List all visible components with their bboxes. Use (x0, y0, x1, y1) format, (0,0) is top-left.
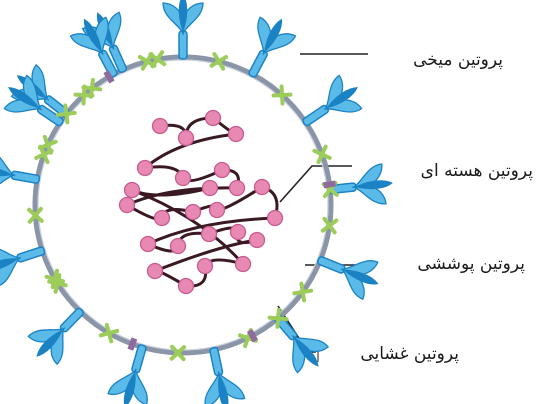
nucleocapsid-bead (231, 225, 246, 240)
label-membrane-protein: پروتین غشایی (360, 344, 459, 364)
nucleocapsid-bead (203, 181, 218, 196)
nucleocapsid-bead (236, 257, 251, 272)
nucleocapsid-bead (206, 111, 221, 126)
spike-protein-icon (234, 10, 299, 85)
spike-stalk (11, 171, 40, 184)
spike-stalk (179, 31, 187, 59)
nucleocapsid-bead (198, 259, 213, 274)
nucleocapsid-bead (215, 163, 230, 178)
nucleocapsid-bead (179, 279, 194, 294)
nucleocapsid-bead (179, 131, 194, 146)
nucleocapsid-bead (268, 211, 283, 226)
label-spike-protein: پروتین میخی (413, 50, 503, 70)
spike-protein-icon (293, 71, 368, 140)
nucleocapsid-bead (176, 171, 191, 186)
spike-stalk (209, 347, 223, 376)
nucleocapsid-bead (210, 203, 225, 218)
nucleocapsid-bead (138, 161, 153, 176)
spike-stalk (16, 246, 45, 262)
label-nucleocapsid-protein: پروتین هسته ای (421, 161, 533, 181)
spike-stalk (317, 256, 346, 274)
spike-protein-icon (163, 0, 203, 59)
label-envelope-protein: پروتین پوششی (417, 254, 525, 274)
spike-stalk (248, 49, 268, 77)
nucleocapsid-bead (155, 211, 170, 226)
spike-protein-icon (326, 163, 394, 209)
nucleocapsid-bead (229, 127, 244, 142)
nucleocapsid-bead (186, 205, 201, 220)
nucleocapsid-bead (125, 183, 140, 198)
nucleocapsid-bead (148, 264, 163, 279)
nucleocapsid-bead (230, 181, 245, 196)
envelope-ring-inner (38, 60, 328, 350)
spike-protein-icon (262, 304, 334, 379)
nucleocapsid-bead (255, 180, 270, 195)
nucleocapsid-bead (171, 239, 186, 254)
nucleocapsid-bead (120, 198, 135, 213)
pointer-lines (278, 54, 372, 362)
spike-protein-icon (23, 296, 96, 370)
nucleocapsid-bead (153, 119, 168, 134)
virus-particle (0, 0, 394, 404)
nucleocapsid-bead (141, 237, 156, 252)
nucleocapsid-bead (202, 227, 217, 242)
nucleocapsid-bead (250, 233, 265, 248)
spike-stalk (302, 104, 330, 126)
